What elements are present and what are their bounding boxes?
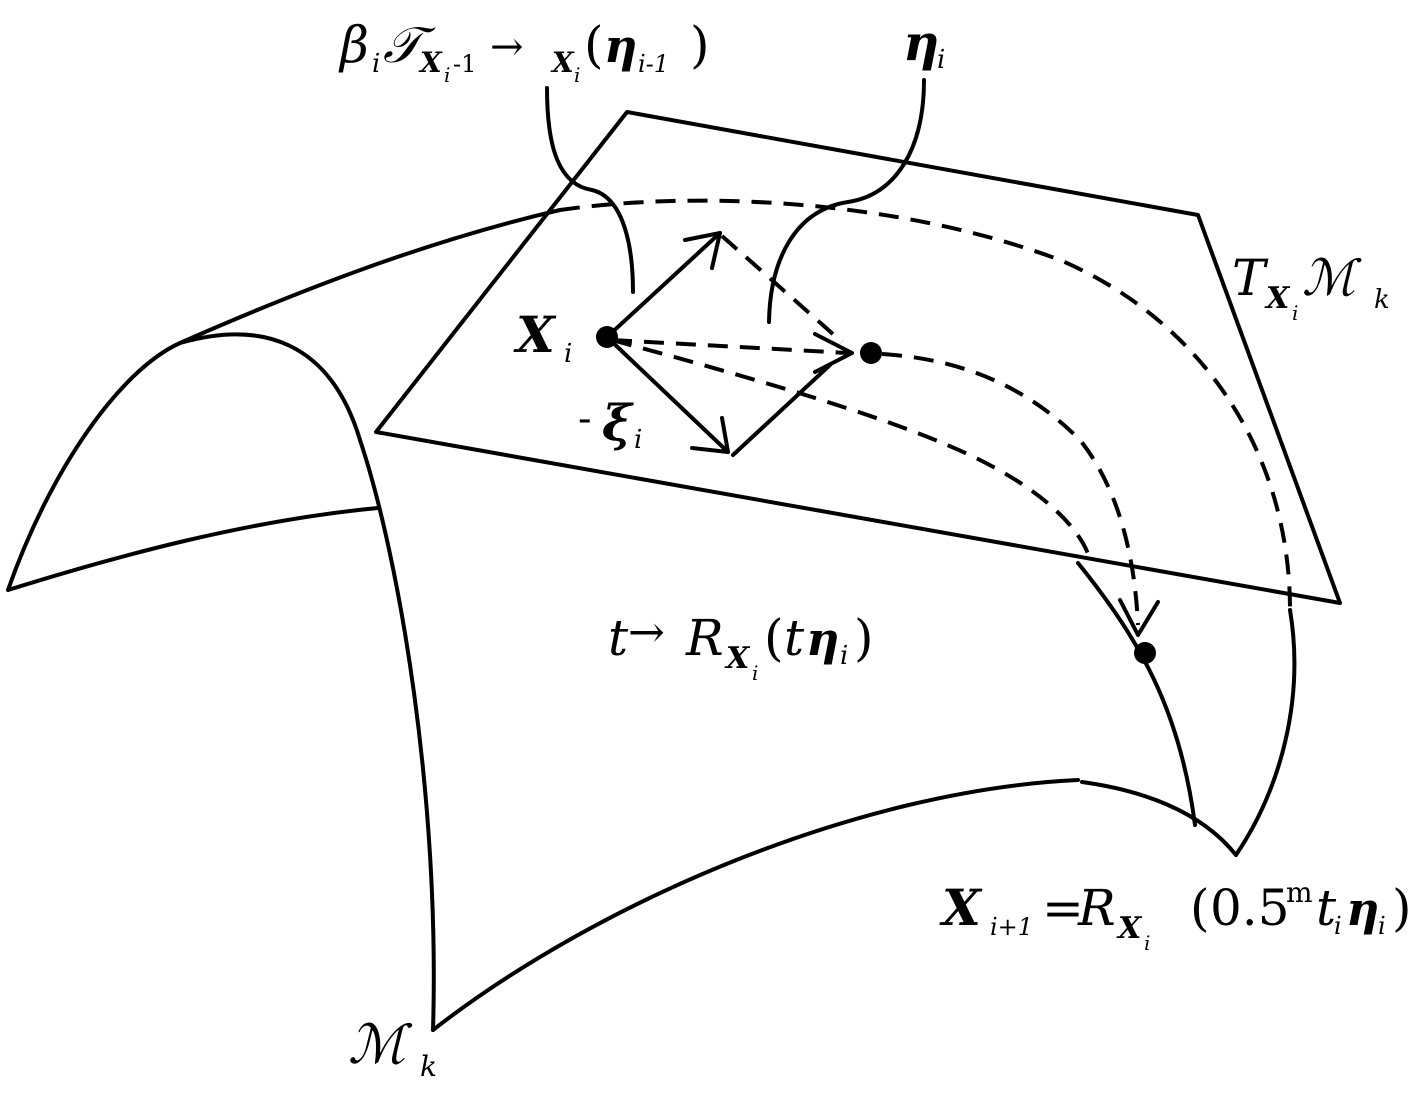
manifold-front-arch: [178, 332, 436, 1032]
curve-eta: η: [806, 612, 839, 666]
search-direction-vector: [611, 338, 849, 355]
parallelogram-dashed-side: [720, 234, 844, 344]
curve-open-paren: (: [764, 609, 784, 667]
next-R-X-sub: i: [1144, 931, 1150, 955]
transport-X: X: [418, 46, 443, 79]
next-close-paren: ): [1392, 879, 1412, 937]
transport-minus-one: -1: [453, 50, 476, 78]
curve-t: t: [608, 609, 629, 667]
transport-X2-sub: i: [574, 63, 580, 87]
curve-X-sub: i: [752, 661, 758, 685]
negative-gradient-arrowhead: [690, 416, 730, 454]
next-exponent: m: [1286, 876, 1313, 909]
tangent-T: T: [1232, 249, 1269, 307]
tangent-space-label: T X i ℳ k: [1232, 249, 1390, 325]
search-direction-arrowhead: [813, 332, 854, 374]
manifold-top-edge: [178, 208, 562, 345]
manifold-bottom-edge: [431, 778, 1080, 1032]
tangent-X-sub: i: [1292, 301, 1298, 325]
transport-arrow: →: [490, 24, 524, 70]
next-eta-sub: i: [1378, 912, 1386, 940]
tangent-plane: [374, 110, 1342, 605]
next-value: 0.5: [1210, 879, 1290, 937]
manifold-label: ℳ k: [348, 1013, 437, 1083]
vectors: [605, 231, 854, 457]
manifold-surface: [6, 208, 1297, 1032]
point-x-label: X i: [513, 305, 572, 369]
retraction-arrowhead: [1118, 598, 1160, 637]
curve-close-paren: ): [854, 609, 874, 667]
point-x-sub: i: [564, 339, 572, 369]
eta-sub: i: [937, 45, 945, 75]
transport-beta: β: [338, 16, 369, 74]
next-eta: η: [1346, 882, 1379, 936]
manifold-bottom-right-edge: [1080, 780, 1238, 857]
retraction-guide-dashed: [611, 338, 1092, 561]
manifold-right-edge: [1234, 608, 1297, 857]
manifold-back-arch: [6, 341, 182, 592]
transport-leader-curve: [545, 86, 635, 294]
retraction-curve-label: t → R X i ( t η i ): [608, 607, 874, 685]
point-x-plus-eta: [860, 342, 882, 364]
next-point-label: X i+1 = R X i ( 0.5 m t i η i ): [939, 876, 1412, 955]
curve-R: R: [685, 609, 724, 667]
next-equals: =: [1042, 879, 1084, 937]
point-x-i-plus-1: [1134, 642, 1156, 664]
transport-close-paren: ): [690, 16, 710, 74]
next-R: R: [1077, 879, 1116, 937]
transported-direction-arrowhead: [683, 231, 722, 270]
curve-X: X: [724, 641, 751, 676]
next-X: X: [939, 878, 983, 937]
eta-symbol: η: [903, 13, 939, 72]
transport-beta-sub: i: [372, 49, 380, 79]
xi-label: - ξ i: [578, 393, 642, 455]
tangent-X: X: [1264, 281, 1291, 316]
tangent-M: ℳ: [1302, 249, 1362, 307]
manifold-left-bottom-edge: [6, 506, 380, 592]
curve-arrow: →: [628, 607, 665, 658]
transport-eta: η: [604, 19, 637, 73]
negative-gradient-vector: [605, 335, 730, 454]
eta-label: η i: [903, 13, 945, 75]
tangent-M-sub: k: [1374, 285, 1390, 315]
curve-eta-sub: i: [840, 641, 848, 671]
transport-X2: X: [550, 46, 575, 79]
manifold-M-sub: k: [420, 1050, 437, 1083]
manifold-M: ℳ: [348, 1013, 413, 1076]
point-x-i: [596, 326, 618, 348]
next-open-paren: (: [1190, 879, 1210, 937]
transported-direction-vector: [605, 231, 722, 339]
xi-minus: -: [578, 396, 592, 442]
transport-label: β i 𝒯 X i -1 → X i ( η i-1 ): [338, 16, 710, 87]
tangent-plane-outline: [374, 110, 1342, 605]
transport-eta-sub: i-1: [638, 50, 669, 78]
xi-symbol: ξ: [602, 393, 634, 452]
point-x-symbol: X: [513, 305, 557, 364]
next-R-X: X: [1116, 911, 1143, 946]
parallelogram-solid-side: [731, 363, 832, 457]
curve-t2: t: [784, 609, 805, 667]
next-X-sub: i+1: [990, 913, 1033, 941]
retraction-curve-dashed: [881, 352, 1140, 626]
transport-X-sub: i: [444, 63, 450, 87]
eta-leader-curve: [767, 78, 926, 324]
next-t-sub: i: [1334, 912, 1342, 940]
retraction-curve-lower: [1076, 561, 1197, 827]
transport-open-paren: (: [584, 16, 604, 74]
manifold-top-dashed: [559, 198, 1292, 611]
next-t: t: [1316, 879, 1337, 937]
xi-sub: i: [634, 425, 642, 455]
